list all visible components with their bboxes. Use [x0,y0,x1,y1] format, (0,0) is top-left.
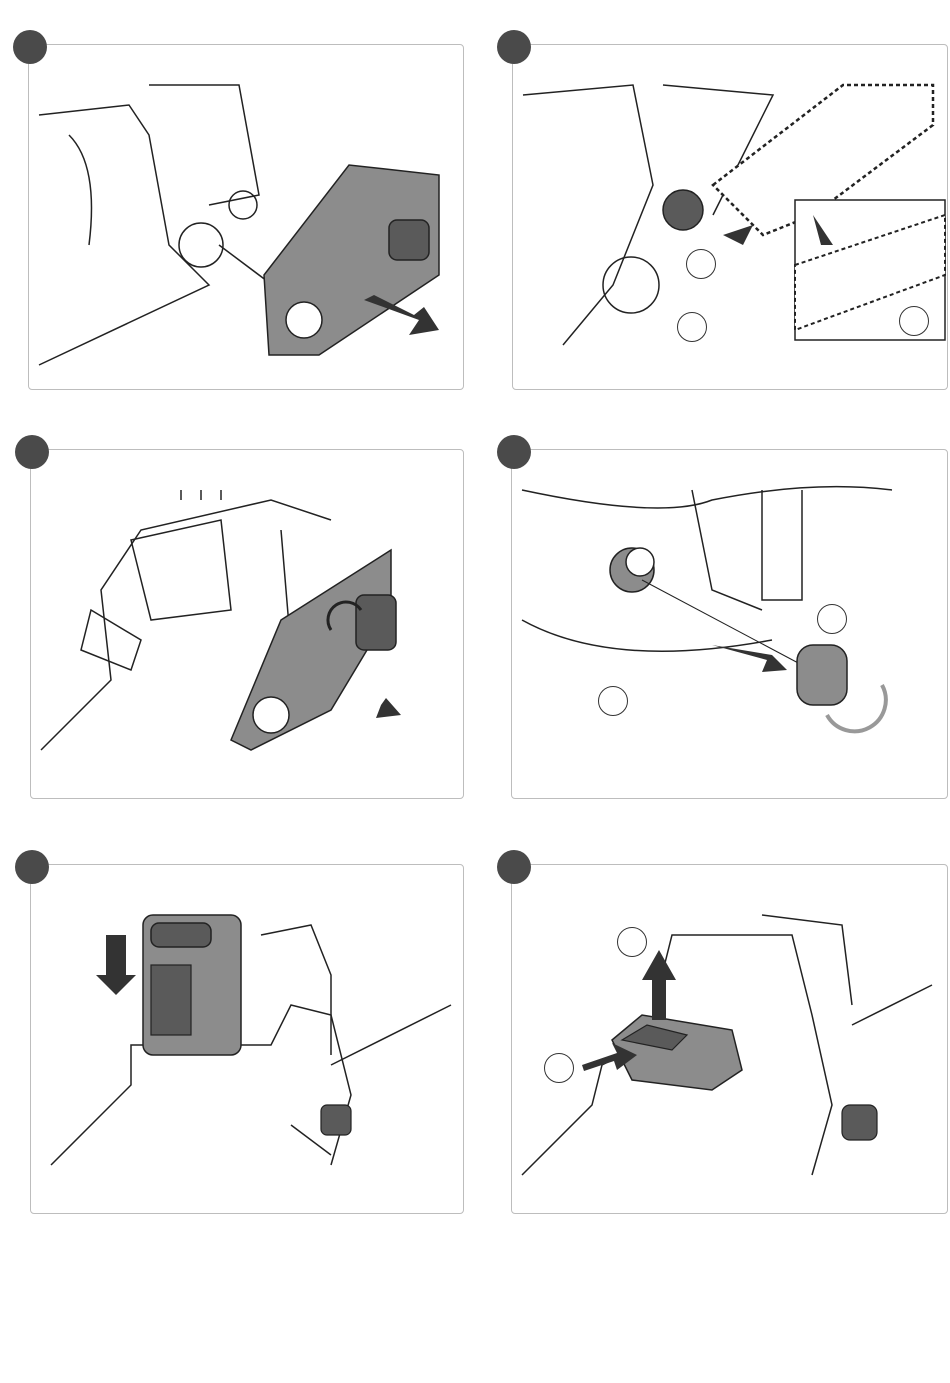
panel-2-callout-3 [899,306,929,336]
panel-3-illustration [31,450,463,798]
panel-5 [30,864,464,1214]
panel-6 [511,864,948,1214]
panel-4-callout-1 [817,604,847,634]
panel-2-callout-2 [677,312,707,342]
panel-2 [512,44,948,390]
panel-4-step-dot [497,435,531,469]
panel-6-illustration [512,865,947,1213]
panel-3 [30,449,464,799]
panel-2-callout-1 [686,249,716,279]
panel-4-callout-2 [598,686,628,716]
panel-1 [28,44,464,390]
panel-6-step-dot [497,850,531,884]
panel-2-illustration [513,45,947,389]
panel-2-step-dot [497,30,531,64]
panel-4 [511,449,948,799]
panel-4-illustration [512,450,947,798]
panel-3-step-dot [15,435,49,469]
panel-1-step-dot [13,30,47,64]
panel-1-illustration [29,45,463,389]
panel-5-step-dot [15,850,49,884]
panel-5-illustration [31,865,463,1213]
panel-6-callout-2 [544,1053,574,1083]
panel-6-callout-1 [617,927,647,957]
